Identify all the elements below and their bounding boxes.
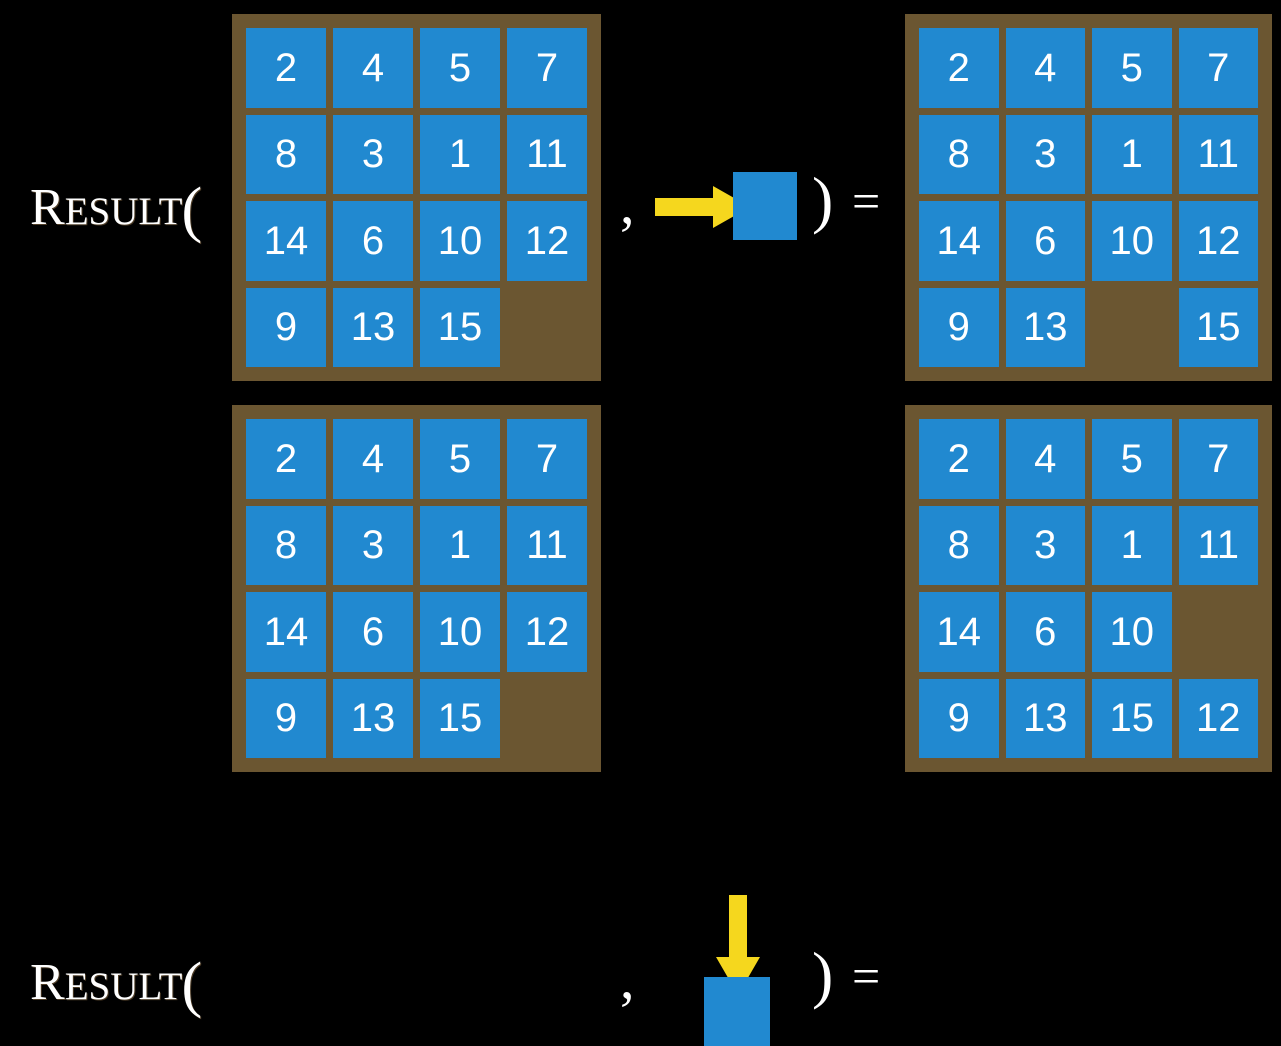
tile[interactable]: 11 [1178, 505, 1258, 585]
tile[interactable]: 2 [919, 419, 999, 499]
tile[interactable]: 15 [420, 287, 500, 367]
tile[interactable]: 9 [919, 678, 999, 758]
tile[interactable]: 15 [1092, 678, 1172, 758]
move-tile-glyph-top [733, 172, 797, 240]
tile[interactable]: 9 [246, 287, 326, 367]
result-label-cap-bottom: R [30, 954, 65, 1011]
tile[interactable]: 5 [1092, 419, 1172, 499]
tile[interactable]: 12 [1178, 678, 1258, 758]
tile[interactable]: 14 [919, 201, 999, 281]
tile[interactable]: 3 [1005, 114, 1085, 194]
tile[interactable]: 8 [919, 505, 999, 585]
board-input-top: 2 4 5 7 8 3 1 11 14 6 10 12 9 13 15 [232, 14, 601, 381]
equals-sign-top: = [852, 173, 881, 229]
tile[interactable]: 12 [507, 201, 587, 281]
tile[interactable]: 5 [1092, 28, 1172, 108]
tile[interactable]: 8 [246, 505, 326, 585]
tile[interactable]: 3 [1005, 505, 1085, 585]
tile[interactable]: 10 [420, 592, 500, 672]
board-output-top: 2 4 5 7 8 3 1 11 14 6 10 12 9 13 15 [905, 14, 1272, 381]
result-label-rest-top: ESULT [64, 190, 183, 233]
tile[interactable]: 10 [420, 201, 500, 281]
tile-empty [1092, 288, 1172, 368]
result-label-open-paren-bottom: ( [181, 951, 203, 1019]
tile[interactable]: 9 [246, 678, 326, 758]
result-label-rest-bottom: ESULT [64, 965, 183, 1008]
tile[interactable]: 12 [1178, 201, 1258, 281]
tile[interactable]: 3 [333, 505, 413, 585]
tile[interactable]: 11 [1178, 114, 1258, 194]
tile[interactable]: 2 [246, 28, 326, 108]
tile[interactable]: 11 [507, 505, 587, 585]
tile[interactable]: 13 [1005, 678, 1085, 758]
tile[interactable]: 4 [1005, 419, 1085, 499]
tile[interactable]: 15 [1178, 287, 1258, 367]
tile[interactable]: 1 [420, 505, 500, 585]
board-input-bottom: 2 4 5 7 8 3 1 11 14 6 10 12 9 13 15 [232, 405, 601, 772]
comma-separator-top: , [620, 171, 635, 236]
result-label-open-paren-top: ( [181, 176, 203, 244]
tile[interactable]: 5 [420, 419, 500, 499]
tile[interactable]: 14 [919, 592, 999, 672]
comma-separator-bottom: , [620, 946, 635, 1011]
board-output-bottom: 2 4 5 7 8 3 1 11 14 6 10 9 13 15 12 [905, 405, 1272, 772]
tile[interactable]: 11 [507, 114, 587, 194]
tile[interactable]: 2 [246, 419, 326, 499]
tile[interactable]: 8 [919, 114, 999, 194]
close-paren-top: ) [812, 164, 834, 235]
tile[interactable]: 14 [246, 592, 326, 672]
tile[interactable]: 4 [333, 419, 413, 499]
tile[interactable]: 7 [507, 419, 587, 499]
tile[interactable]: 7 [1178, 28, 1258, 108]
arrow-right-icon [655, 186, 750, 228]
tile[interactable]: 13 [333, 287, 413, 367]
tile[interactable]: 14 [246, 201, 326, 281]
tile[interactable]: 1 [1092, 505, 1172, 585]
tile-empty [507, 679, 587, 759]
tile[interactable]: 6 [1005, 592, 1085, 672]
tile[interactable]: 4 [333, 28, 413, 108]
tile[interactable]: 7 [1178, 419, 1258, 499]
tile[interactable]: 1 [420, 114, 500, 194]
tile[interactable]: 13 [333, 678, 413, 758]
tile[interactable]: 6 [333, 201, 413, 281]
tile[interactable]: 7 [507, 28, 587, 108]
result-label-cap-top: R [30, 179, 65, 236]
tile[interactable]: 6 [333, 592, 413, 672]
move-tile-glyph-bottom [704, 977, 770, 1046]
tile[interactable]: 8 [246, 114, 326, 194]
tile[interactable]: 4 [1005, 28, 1085, 108]
tile[interactable]: 15 [420, 678, 500, 758]
tile-empty [1179, 592, 1259, 672]
tile[interactable]: 12 [507, 592, 587, 672]
tile-empty [507, 288, 587, 368]
tile[interactable]: 9 [919, 287, 999, 367]
tile[interactable]: 13 [1005, 287, 1085, 367]
close-paren-bottom: ) [812, 939, 834, 1010]
tile[interactable]: 2 [919, 28, 999, 108]
tile[interactable]: 1 [1092, 114, 1172, 194]
tile[interactable]: 10 [1092, 201, 1172, 281]
equals-sign-bottom: = [852, 948, 881, 1004]
equation-move-down: RESULT( 2 4 5 7 8 3 1 11 14 6 10 12 9 13… [0, 390, 1281, 1046]
tile[interactable]: 10 [1092, 592, 1172, 672]
equation-move-right: RESULT( 2 4 5 7 8 3 1 11 14 6 10 12 9 13… [0, 0, 1281, 390]
result-label-bottom: RESULT( [30, 948, 202, 1016]
tile[interactable]: 3 [333, 114, 413, 194]
result-label-top: RESULT( [30, 173, 202, 241]
tile[interactable]: 6 [1005, 201, 1085, 281]
tile[interactable]: 5 [420, 28, 500, 108]
